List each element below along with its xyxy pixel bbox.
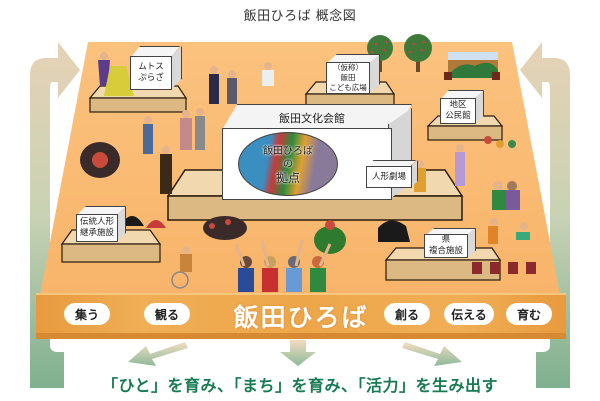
- down-arrow-left-icon: [128, 342, 188, 366]
- activity-pill-tsutaeru: 伝える: [444, 303, 494, 325]
- facility-dento-label: 伝統人形 継承施設: [76, 214, 118, 242]
- facility-bunka-kaikan-label: 飯田文化会館: [279, 112, 345, 125]
- people-figures-icon: [80, 52, 536, 292]
- activity-pill-tsukuru: 創る: [384, 303, 430, 325]
- activity-pill-miru: 観る: [144, 303, 190, 325]
- facility-chiku-label: 地区 公民館: [440, 98, 476, 124]
- iida-hiroba-banner: 集う 観る 飯田ひろば 創る 伝える 育む: [36, 293, 566, 339]
- hub-ellipse: [238, 132, 338, 196]
- facility-kodomo-label: （仮称） 飯田 こども広場: [326, 62, 370, 94]
- facility-mutos-label: ムトス ぷらざ: [130, 56, 172, 90]
- activity-pill-tsudou: 集う: [64, 303, 110, 325]
- activity-pill-hagukumu: 育む: [506, 303, 552, 325]
- banner-title: 飯田ひろば: [233, 303, 369, 332]
- hub-label-line3: 拠点: [275, 171, 300, 185]
- hub-label-line1: 飯田ひろば: [263, 146, 313, 157]
- nature-scene-icon: [444, 52, 500, 80]
- hub-label-line2: の: [283, 159, 293, 170]
- down-arrow-center-icon: [280, 340, 316, 366]
- diagram-title: 飯田ひろば 概念図: [243, 9, 357, 24]
- facility-ken-label: 県 複合施設: [424, 234, 468, 258]
- facility-ningyo-label: 人形劇場: [366, 166, 412, 188]
- down-arrow-right-icon: [402, 342, 462, 366]
- slogan: 「ひと」を育み、「まち」を育み、「活力」を生み出す: [101, 376, 499, 395]
